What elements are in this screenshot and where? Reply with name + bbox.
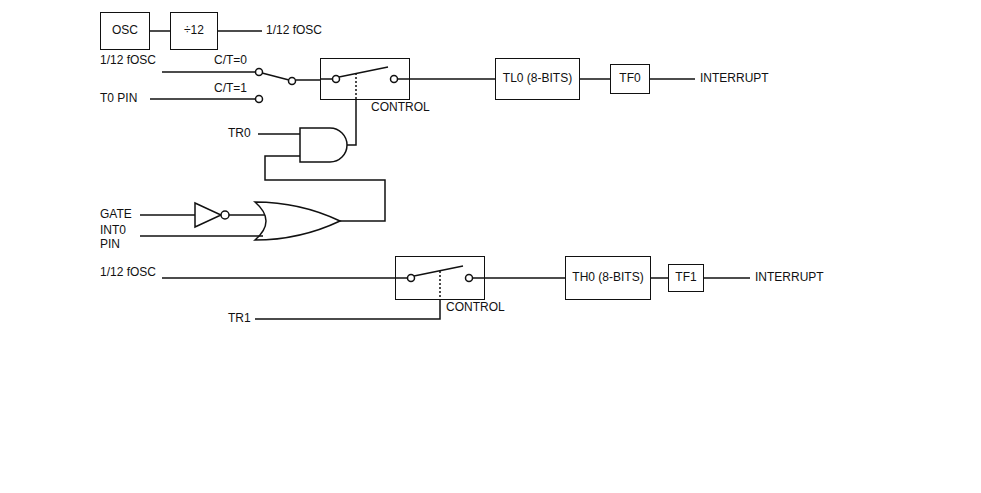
box-label: ÷12 — [180, 22, 208, 40]
oscillator-box: OSC — [100, 12, 150, 50]
block-caption: CONTROL — [446, 301, 505, 315]
register-box: TH0 (8-BITS) — [565, 256, 651, 300]
clock-signal: 1/12 fOSC — [266, 24, 322, 38]
output-signal: INTERRUPT — [700, 72, 769, 86]
signal-name: TR1 — [228, 312, 251, 326]
pin-name: INT0 PIN — [100, 224, 136, 252]
clock-signal: 1/12 fOSC — [100, 266, 156, 280]
switch-position: C/T=1 — [214, 82, 247, 96]
flag-box: TF0 — [610, 64, 650, 94]
divider-box: ÷12 — [170, 12, 218, 50]
switch-position: C/T=0 — [214, 54, 247, 68]
control-switch-box: CONTROL — [320, 58, 410, 100]
pin-name: T0 PIN — [100, 92, 137, 106]
clock-signal: 1/12 fOSC — [100, 54, 156, 68]
wire-connector — [580, 79, 610, 80]
wire-connector — [485, 278, 565, 279]
wire-connector — [651, 278, 668, 279]
output-signal: INTERRUPT — [755, 271, 824, 285]
box-label: TL0 (8-BITS) — [499, 70, 576, 88]
signal-name: TR0 — [228, 127, 251, 141]
box-label: TF1 — [671, 269, 700, 287]
wire-connector — [410, 79, 495, 80]
signal-name: GATE — [100, 208, 132, 222]
block-caption: CONTROL — [371, 101, 430, 115]
flag-box: TF1 — [668, 264, 704, 292]
control-switch-box: CONTROL — [395, 256, 485, 300]
box-label: TF0 — [615, 70, 644, 88]
register-box: TL0 (8-BITS) — [495, 58, 580, 100]
wire-connector — [150, 31, 170, 32]
box-label: TH0 (8-BITS) — [568, 269, 647, 287]
box-label: OSC — [108, 22, 142, 40]
